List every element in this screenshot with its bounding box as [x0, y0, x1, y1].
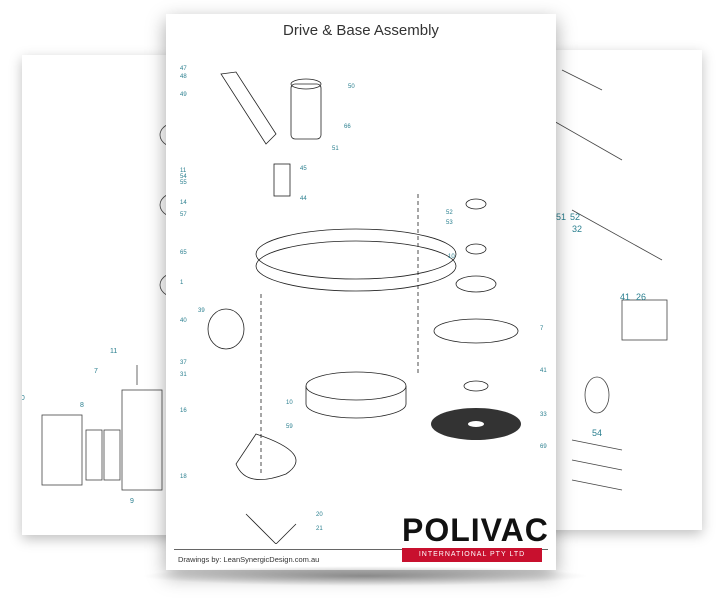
callout-48: 48 [180, 74, 187, 80]
main-diagram-sheet: Drive & Base Assembly [166, 14, 556, 570]
callout-52: 52 [446, 210, 453, 216]
left-callout-1: 11 [110, 348, 117, 355]
callout-45: 45 [300, 166, 307, 172]
callout-36: 40 [180, 318, 187, 324]
right-callout-3: 32 [572, 224, 582, 234]
callout-60: 21 [316, 526, 323, 532]
right-callout-4: 41 [620, 292, 630, 302]
logo-subtitle: INTERNATIONAL PTY LTD [418, 551, 526, 558]
callout-40: 65 [180, 250, 187, 256]
callout-53: 53 [446, 220, 453, 226]
callout-15: 37 [180, 360, 187, 366]
callout-33: 7 [540, 326, 544, 332]
right-sheet-drawing: 51 52 32 41 26 54 [551, 69, 668, 491]
callout-44: 44 [300, 196, 307, 202]
callout-95: 69 [540, 444, 547, 450]
left-callout-3: 10 [22, 395, 25, 402]
right-callout-5: 26 [636, 292, 646, 302]
callout-49: 49 [180, 92, 187, 98]
callout-55: 55 [180, 180, 187, 186]
callout-50: 50 [348, 84, 355, 90]
callout-21: 18 [180, 474, 187, 480]
logo-red-bar [402, 548, 542, 562]
callout-57: 57 [180, 212, 187, 218]
callout-14: 14 [180, 200, 187, 206]
callout-51: 51 [332, 146, 339, 152]
right-callout-6: 54 [592, 428, 602, 438]
base-deck [255, 228, 457, 280]
drawing-credit: Drawings by: LeanSynergicDesign.com.au [178, 555, 320, 564]
callout-37: 39 [198, 308, 205, 314]
callout-43: 59 [286, 424, 293, 430]
callout-17: 16 [180, 408, 187, 414]
callout-16: 31 [180, 372, 187, 378]
logo-name: POLIVAC [402, 512, 549, 548]
callout-41: 33 [540, 412, 547, 418]
callout-59: 20 [316, 512, 323, 518]
callout-38: 1 [180, 280, 184, 286]
right-callout-2: 52 [570, 212, 580, 222]
callout-35: 41 [540, 368, 547, 374]
left-callout-5: 9 [130, 498, 134, 505]
callout-66: 66 [344, 124, 351, 130]
left-callout-4: 8 [80, 402, 84, 409]
motor-body [290, 83, 322, 140]
diagram-title: Drive & Base Assembly [283, 22, 439, 39]
callout-42: 10 [286, 400, 293, 406]
right-callout-1: 51 [556, 212, 566, 222]
callout-47: 47 [180, 66, 187, 72]
exploded-view-drawing: 47 48 49 50 66 51 45 44 11 54 55 14 57 6… [180, 66, 547, 544]
footer-rule [174, 549, 548, 550]
callout-11: 11 [180, 168, 187, 174]
stack-shadow [140, 566, 590, 586]
callout-54: 54 [180, 174, 187, 180]
handle-tube [220, 71, 277, 145]
callout-1: 10 [448, 254, 455, 260]
left-callout-2: 7 [94, 368, 98, 375]
polivac-logo: POLIVAC INTERNATIONAL PTY LTD [402, 512, 549, 562]
